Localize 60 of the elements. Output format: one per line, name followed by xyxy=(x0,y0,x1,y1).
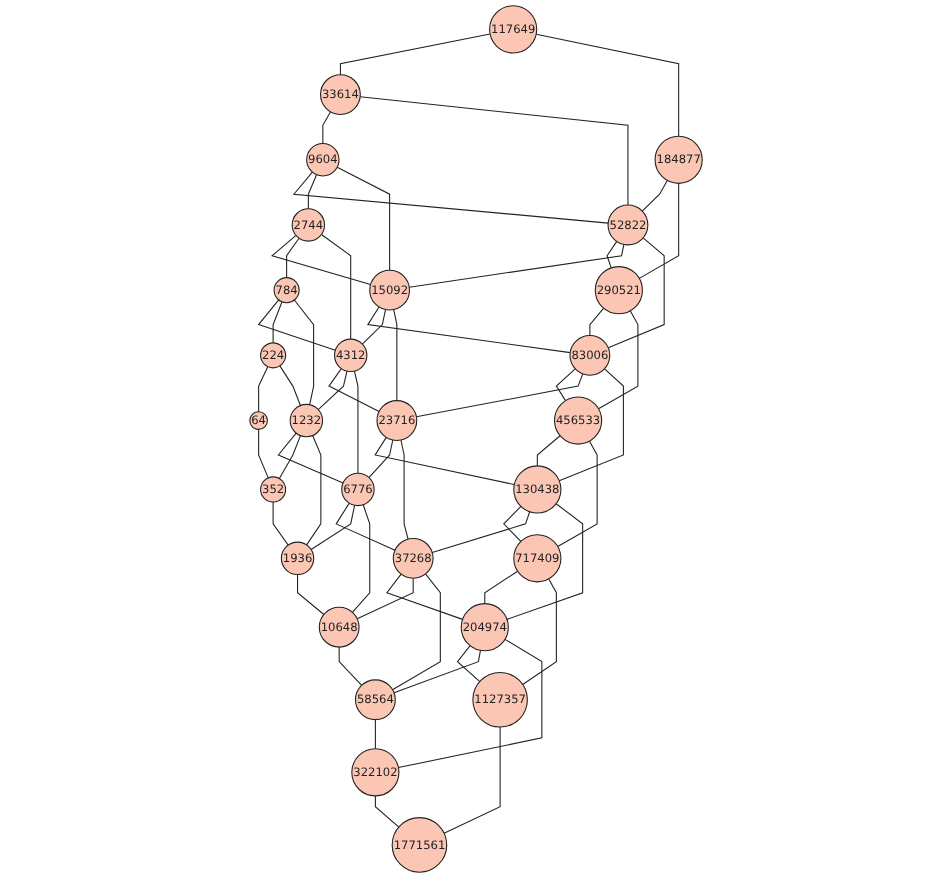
edge-line xyxy=(456,645,481,683)
edge-line xyxy=(293,299,315,406)
edge-line xyxy=(286,237,300,279)
edge-line xyxy=(368,439,394,479)
edge-line xyxy=(361,309,387,345)
edge-line xyxy=(292,171,609,224)
edge-line xyxy=(278,435,301,480)
edge-line xyxy=(366,306,571,354)
edge-line xyxy=(270,234,372,286)
edge-line xyxy=(320,233,352,340)
edge-line xyxy=(356,577,414,620)
edge-line xyxy=(400,439,409,540)
edge-line xyxy=(408,243,625,288)
edge-line xyxy=(397,638,543,769)
edge-line xyxy=(272,301,283,344)
edge-line xyxy=(391,573,441,691)
edge-line xyxy=(353,370,359,474)
edge-line xyxy=(597,310,639,410)
edge-line xyxy=(431,511,531,554)
edge-line xyxy=(328,368,380,413)
edge-line xyxy=(374,436,515,486)
edge-line xyxy=(317,370,348,411)
edge-line xyxy=(536,435,561,467)
edge-line xyxy=(258,428,269,479)
edge-line xyxy=(336,166,391,271)
edge-line xyxy=(322,111,332,145)
edge-line xyxy=(351,504,371,613)
edge-line xyxy=(393,309,398,402)
edge-line xyxy=(272,501,289,546)
edge-line xyxy=(338,646,363,686)
edge-line xyxy=(296,573,325,616)
edge-line xyxy=(415,373,584,418)
edge-line xyxy=(522,578,557,685)
edge-line xyxy=(589,307,605,336)
edge-line xyxy=(535,33,680,137)
edge-line xyxy=(607,237,665,349)
edge-line xyxy=(638,182,680,279)
edge-line xyxy=(506,503,584,620)
edge-line xyxy=(443,726,501,834)
edge-line xyxy=(306,434,322,546)
edge-line xyxy=(606,240,618,269)
edge-line xyxy=(257,299,336,351)
edge-line xyxy=(339,33,491,76)
edge-line xyxy=(386,573,464,620)
edge-line xyxy=(374,719,376,750)
edge-line xyxy=(277,432,344,484)
edge-line xyxy=(359,96,629,206)
edge-line xyxy=(279,365,301,406)
edge-line xyxy=(374,795,400,828)
edge-line xyxy=(558,368,624,482)
edge-line xyxy=(484,570,519,605)
edge-line xyxy=(307,174,318,210)
edge-line xyxy=(557,440,598,548)
edge-line xyxy=(335,502,396,551)
edge-line xyxy=(258,366,269,413)
edge-line xyxy=(393,649,481,694)
edge-line xyxy=(555,368,576,402)
edge-line xyxy=(503,505,522,542)
edge-line xyxy=(641,179,668,212)
edge-line xyxy=(310,504,356,551)
